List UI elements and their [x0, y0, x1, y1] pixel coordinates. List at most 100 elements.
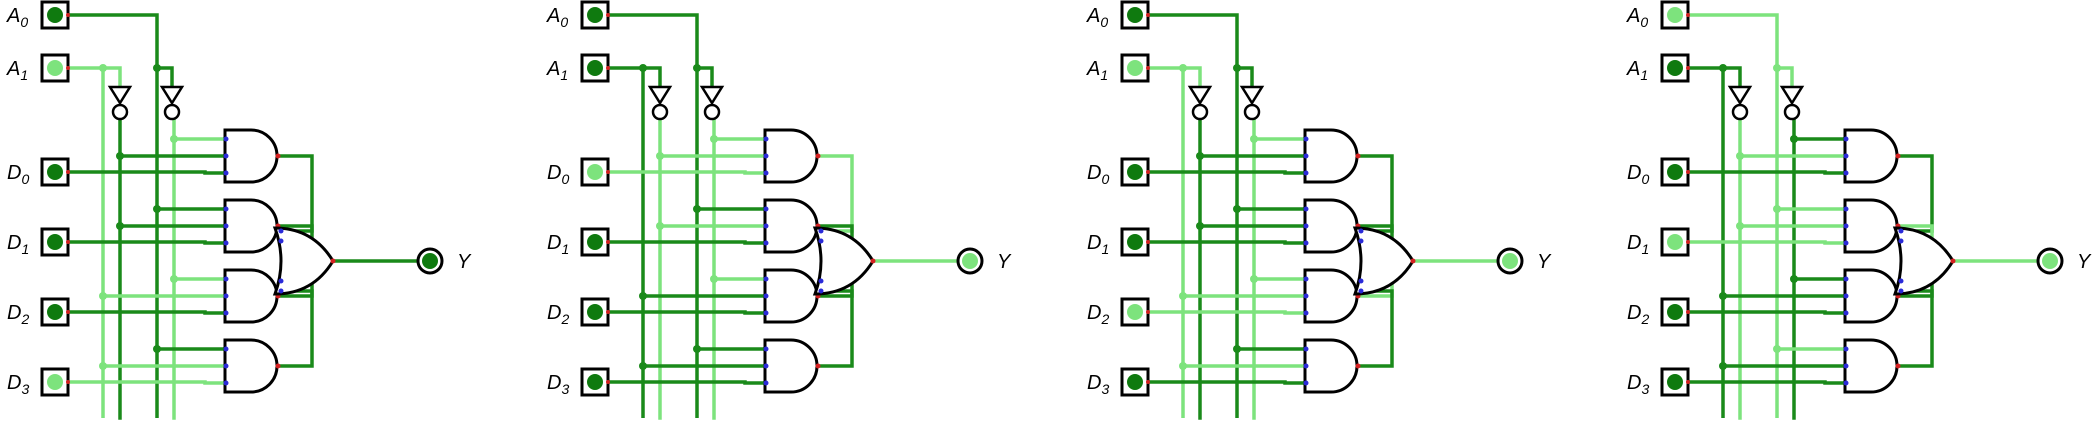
gate-input-dot	[1843, 346, 1849, 352]
input-pin-state[interactable]	[1127, 164, 1143, 180]
pin-port-dot	[1146, 380, 1150, 384]
output-led-y	[1496, 247, 1524, 275]
input-pin-d0[interactable]	[1660, 157, 1690, 187]
input-pin-d1[interactable]	[580, 227, 610, 257]
gate-input-dot	[223, 293, 229, 299]
input-pin-state[interactable]	[1127, 234, 1143, 250]
input-pin-a0[interactable]	[580, 0, 610, 30]
pin-port-dot	[1686, 66, 1690, 70]
junction-dot	[1719, 292, 1727, 300]
input-pin-a0[interactable]	[40, 0, 70, 30]
gate-input-dot	[278, 278, 284, 284]
input-pin-a1[interactable]	[1120, 53, 1150, 83]
input-pin-d1[interactable]	[1120, 227, 1150, 257]
wire-gate0-to-or	[817, 154, 854, 233]
input-pin-frame[interactable]	[580, 53, 610, 83]
gate-input-dot	[1303, 136, 1309, 142]
input-pin-state[interactable]	[1127, 304, 1143, 320]
gate-output-dot	[1895, 153, 1901, 159]
inverter-bubble	[111, 103, 129, 121]
input-label-d2: D2	[547, 302, 569, 327]
output-label-y: Y	[457, 251, 472, 273]
input-pin-state[interactable]	[1127, 374, 1143, 390]
input-pin-state[interactable]	[587, 234, 603, 250]
input-label-a0: A0	[1086, 5, 1108, 30]
input-pin-state[interactable]	[47, 304, 63, 320]
pin-port-dot	[606, 240, 610, 244]
input-pin-d0[interactable]	[580, 157, 610, 187]
input-pin-a1[interactable]	[1660, 53, 1690, 83]
gate-input-dot	[223, 223, 229, 229]
junction-dot	[153, 64, 161, 72]
junction-dot	[116, 152, 124, 160]
input-pin-a1[interactable]	[40, 53, 70, 83]
gate-input-dot	[818, 238, 824, 244]
input-label-a0: A0	[1626, 5, 1648, 30]
input-pin-state[interactable]	[587, 164, 603, 180]
input-pin-state[interactable]	[47, 164, 63, 180]
junction-dot	[1179, 292, 1187, 300]
input-pin-d3[interactable]	[1660, 367, 1690, 397]
input-pin-a1[interactable]	[580, 53, 610, 83]
input-pin-state[interactable]	[1127, 60, 1143, 76]
pin-port-dot	[606, 310, 610, 314]
input-pin-frame[interactable]	[580, 157, 610, 187]
input-pin-d2[interactable]	[580, 297, 610, 327]
and-gate-2	[223, 268, 279, 324]
pin-port-dot	[1686, 170, 1690, 174]
gate-input-dot	[1898, 288, 1904, 294]
input-pin-d1[interactable]	[40, 227, 70, 257]
input-pin-state[interactable]	[47, 60, 63, 76]
input-pin-state[interactable]	[587, 60, 603, 76]
input-pin-d2[interactable]	[1120, 297, 1150, 327]
input-pin-state[interactable]	[587, 304, 603, 320]
input-pin-state[interactable]	[587, 374, 603, 390]
input-pin-d3[interactable]	[40, 367, 70, 397]
gate-output-dot	[1895, 363, 1901, 369]
output-label-y: Y	[1537, 251, 1552, 273]
and-gate-0	[1303, 128, 1359, 184]
wire-d2-to-gate	[608, 310, 765, 315]
or-gate	[272, 226, 335, 296]
junction-dot	[639, 64, 647, 72]
input-pin-a0[interactable]	[1120, 0, 1150, 30]
input-pin-d3[interactable]	[580, 367, 610, 397]
input-pin-d0[interactable]	[40, 157, 70, 187]
input-pin-state[interactable]	[47, 234, 63, 250]
and-gate-1	[223, 198, 279, 254]
input-pin-state[interactable]	[587, 7, 603, 23]
input-pin-a0[interactable]	[1660, 0, 1690, 30]
input-pin-state[interactable]	[47, 7, 63, 23]
input-pin-state[interactable]	[1667, 304, 1683, 320]
wire-a1-inverter-tap	[1723, 66, 1742, 87]
input-pin-state[interactable]	[1667, 234, 1683, 250]
wire-a0-inverter-tap	[157, 66, 174, 87]
input-pin-state[interactable]	[1667, 7, 1683, 23]
input-pin-d2[interactable]	[40, 297, 70, 327]
output-led-state	[1502, 253, 1518, 269]
input-pin-state[interactable]	[1667, 60, 1683, 76]
gate-output-dot	[815, 153, 821, 159]
input-pin-state[interactable]	[47, 374, 63, 390]
input-pin-state[interactable]	[1667, 164, 1683, 180]
junction-dot	[1790, 275, 1798, 283]
junction-dot	[1773, 205, 1781, 213]
inverter-bubble	[1731, 103, 1749, 121]
input-pin-state[interactable]	[1127, 7, 1143, 23]
wire-d1-to-gate	[1688, 240, 1845, 245]
input-pin-frame[interactable]	[40, 53, 70, 83]
input-pin-d3[interactable]	[1120, 367, 1150, 397]
input-pin-state[interactable]	[1667, 374, 1683, 390]
input-pin-d1[interactable]	[1660, 227, 1690, 257]
input-label-d3: D3	[1627, 372, 1649, 397]
input-pin-d0[interactable]	[1120, 157, 1150, 187]
junction-dot	[1736, 222, 1744, 230]
wire-a1-inverter-tap	[1183, 66, 1202, 87]
gate-input-dot	[1843, 380, 1849, 386]
input-pin-d2[interactable]	[1660, 297, 1690, 327]
gate-input-dot	[763, 170, 769, 176]
gate-input-dot	[1303, 276, 1309, 282]
gate-input-dot	[763, 153, 769, 159]
input-pin-frame[interactable]	[40, 157, 70, 187]
